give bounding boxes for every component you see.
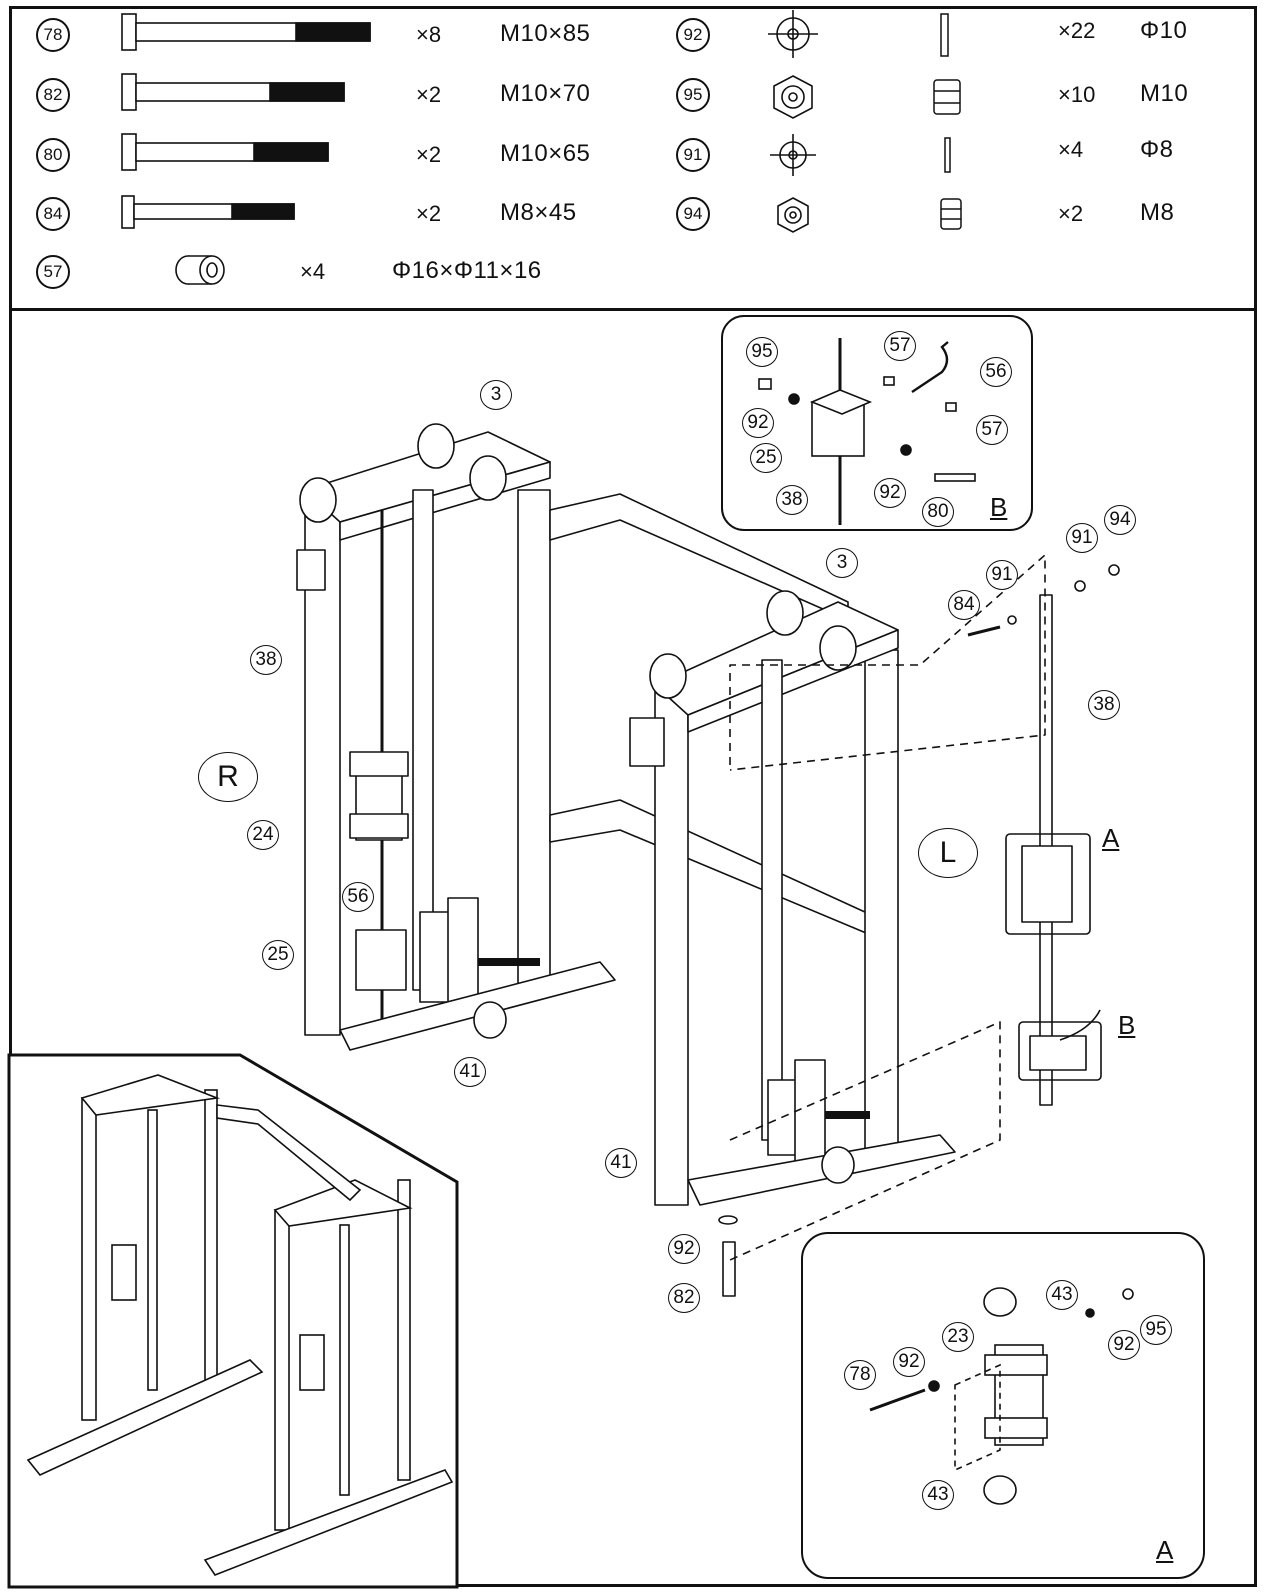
washer-side-icons [933, 13, 962, 230]
callout-block-25: 25 [262, 940, 294, 970]
bolt-m10x85-icon [121, 13, 371, 51]
callout-base-41: 41 [454, 1057, 486, 1087]
callout-nut-94: 94 [1104, 505, 1136, 535]
hw-qty-82: ×2 [416, 82, 442, 107]
side-mark-left: L [918, 828, 978, 878]
rod-a-letter: A [1102, 823, 1120, 853]
callout-hook-56: 56 [342, 882, 374, 912]
guide-rod-38 [1005, 594, 1102, 1106]
hw-spec-91: Φ8 [1140, 136, 1174, 163]
side-mark-right: R [198, 752, 258, 802]
callout-a-78: 78 [844, 1360, 876, 1390]
hw-spec-80: M10×65 [500, 140, 591, 167]
spacer-icon [175, 255, 225, 285]
callout-a-95: 95 [1140, 1315, 1172, 1345]
hw-id-57: 57 [36, 255, 70, 289]
hw-spec-78: M10×85 [500, 20, 591, 47]
callout-a-92a: 92 [1108, 1330, 1140, 1360]
diagram-frame [9, 6, 1257, 1587]
callout-b-25: 25 [750, 443, 782, 473]
detail-a-letter: A [1156, 1535, 1174, 1565]
callout-washer-91a: 91 [986, 560, 1018, 590]
callout-b-80: 80 [922, 497, 954, 527]
hw-qty-84: ×2 [416, 201, 442, 226]
right-frame-assembly [629, 590, 956, 1206]
detail-b-panel [721, 315, 1033, 531]
callout-b-57a: 57 [884, 331, 916, 361]
hardware-exploded [718, 564, 1120, 1297]
hw-qty-94: ×2 [1058, 201, 1084, 226]
callout-a-43a: 43 [1046, 1280, 1078, 1310]
hw-id-80: 80 [36, 138, 70, 172]
hw-id-95: 95 [676, 78, 710, 112]
hardware-icons [121, 10, 962, 285]
callout-base-41b: 41 [605, 1148, 637, 1178]
callout-b-57b: 57 [976, 415, 1008, 445]
hw-qty-78: ×8 [416, 22, 442, 47]
callout-washer-91b: 91 [1066, 523, 1098, 553]
callout-bolt-84: 84 [948, 590, 980, 620]
hw-spec-84: M8×45 [500, 199, 577, 226]
callout-b-92b: 92 [874, 478, 906, 508]
bolt-m10x65-icon [121, 133, 329, 171]
callout-b-56: 56 [980, 357, 1012, 387]
hw-id-94: 94 [676, 197, 710, 231]
callout-a-43b: 43 [922, 1480, 954, 1510]
hw-qty-57: ×4 [300, 259, 326, 284]
hw-spec-92: Φ10 [1140, 17, 1188, 44]
hw-qty-91: ×4 [1058, 137, 1084, 162]
hw-spec-57: Φ16×Φ11×16 [392, 257, 542, 284]
callout-frame-3: 3 [480, 380, 512, 410]
callout-washer-92: 92 [668, 1234, 700, 1264]
callout-b-38: 38 [776, 485, 808, 515]
hw-spec-95: M10 [1140, 80, 1189, 107]
callout-frame-3b: 3 [826, 548, 858, 578]
left-frame-assembly [296, 423, 616, 1051]
hw-id-92: 92 [676, 18, 710, 52]
nut-m8-icon [777, 197, 809, 233]
bolt-m10x70-icon [121, 73, 345, 111]
detail-b-letter: B [990, 492, 1008, 522]
hw-spec-94: M8 [1140, 199, 1175, 226]
detail-a-panel [801, 1232, 1205, 1579]
callout-bolt-82: 82 [668, 1283, 700, 1313]
hw-spec-82: M10×70 [500, 80, 591, 107]
washer-phi10-icon [768, 10, 818, 58]
callout-b-92a: 92 [742, 408, 774, 438]
hw-qty-92: ×22 [1058, 18, 1096, 43]
hardware-divider [9, 308, 1257, 311]
callout-rod-38: 38 [1088, 690, 1120, 720]
nut-m10-icon [773, 75, 813, 119]
washer-phi8-icon [770, 134, 816, 176]
callout-a-23: 23 [942, 1322, 974, 1352]
rod-b-letter: B [1118, 1010, 1136, 1040]
bolt-m8x45-icon [121, 195, 295, 229]
overview-inset [7, 1053, 459, 1589]
hw-id-84: 84 [36, 197, 70, 231]
hw-qty-80: ×2 [416, 142, 442, 167]
hw-id-91: 91 [676, 138, 710, 172]
hw-qty-95: ×10 [1058, 82, 1096, 107]
hw-id-78: 78 [36, 18, 70, 52]
hw-id-82: 82 [36, 78, 70, 112]
assembly-guides [729, 554, 1046, 1261]
callout-cable-38: 38 [250, 645, 282, 675]
callout-a-92b: 92 [893, 1347, 925, 1377]
callout-carriage-24: 24 [247, 820, 279, 850]
callout-b-95: 95 [746, 337, 778, 367]
